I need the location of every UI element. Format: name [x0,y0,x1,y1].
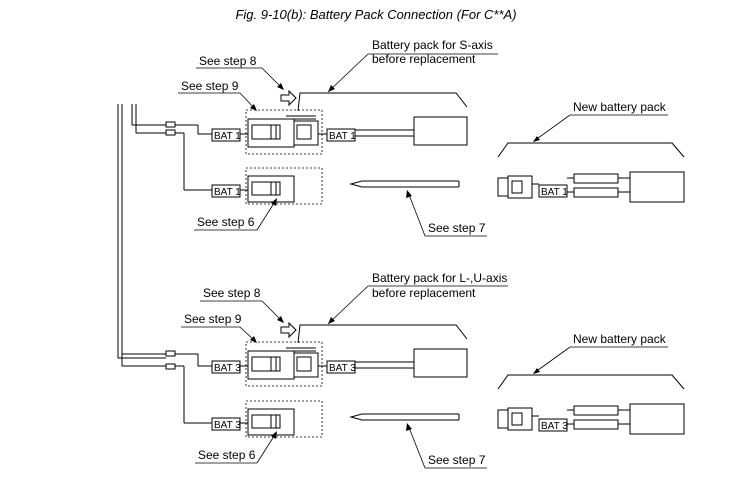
bat-tag-right [326,128,356,142]
new-battery-pack [629,171,685,203]
connector-holder-outline [245,400,323,438]
bat-tag-left-label: BAT 1 [214,131,241,142]
hollow-arrow-icon [280,321,297,339]
bat-tag-right-label: BAT 1 [329,131,356,142]
cable-terminal [165,121,176,128]
new-battery-pack [629,403,685,435]
connector-socket [251,356,281,372]
section-lu-axis: BAT 3 BAT 3 BAT 3 BAT 3 [118,271,685,469]
see-step-6-label: See step 6 [197,215,255,229]
see-step-9-label: See step 9 [181,79,239,93]
cable-terminal [165,363,176,370]
new-plug-tip [497,177,509,197]
connector-holder-outline [245,109,323,155]
battery-label-line2: before replacement [372,286,476,300]
see-step-9-label: See step 9 [184,312,242,326]
see-step-6-label: See step 6 [198,448,256,462]
old-battery-pack [413,116,468,146]
bat-tag-lower [211,184,241,198]
bat-tag-left [211,360,241,374]
bat-tag-new [538,184,568,198]
connector-socket [251,124,281,140]
connector-socket [251,414,281,429]
cable-terminal [165,129,176,136]
bat-tag-new-label: BAT 1 [541,187,568,198]
see-step-7-label: See step 7 [428,221,486,235]
battery-label-line1: Battery pack for S-axis [372,38,493,52]
new-pack-bracket [497,142,685,158]
old-battery-pack [413,348,468,378]
connector-holder-outline [245,167,323,205]
cable-sleeve [573,187,619,198]
cable-bundle [117,104,123,358]
new-pack-label: New battery pack [573,100,667,114]
plug-latch [296,124,312,140]
battery-label-line1: Battery pack for L-,U-axis [372,271,507,285]
hollow-arrow-icon [280,89,297,107]
bat-tag-right [326,360,356,374]
old-pack-bracket [297,92,468,112]
bat-tag-new [538,418,568,432]
cable-sleeve [573,173,619,184]
bat-tag-lower-label: BAT 1 [214,187,241,198]
battery-label-line2: before replacement [372,52,476,66]
bat-tag-left-label: BAT 3 [214,363,241,374]
bat-tag-new-label: BAT 3 [541,421,568,432]
cable-sleeve [573,405,619,416]
cable-terminal [165,350,176,357]
cable-sleeve [573,419,619,430]
see-step-7-label: See step 7 [428,453,486,467]
bat-tag-lower [211,417,241,431]
bat-tag-lower-label: BAT 3 [214,420,241,431]
new-plug-latch [511,412,523,426]
bat-tag-left [211,128,241,142]
plug-latch [296,356,312,372]
figure-title: Fig. 9-10(b): Battery Pack Connection (F… [235,7,516,22]
new-pack-label: New battery pack [573,332,667,346]
connector-socket [251,181,281,196]
see-step-8-label: See step 8 [203,286,261,300]
connector-holder-outline [245,341,323,387]
old-pack-bracket [297,324,468,344]
new-pack-bracket [497,374,685,390]
new-plug-latch [511,180,523,194]
see-step-8-label: See step 8 [199,54,257,68]
new-plug-tip [497,409,509,429]
section-s-axis: BAT 1 BAT 1 BAT 1 [131,38,685,237]
bat-tag-right-label: BAT 3 [329,363,356,374]
